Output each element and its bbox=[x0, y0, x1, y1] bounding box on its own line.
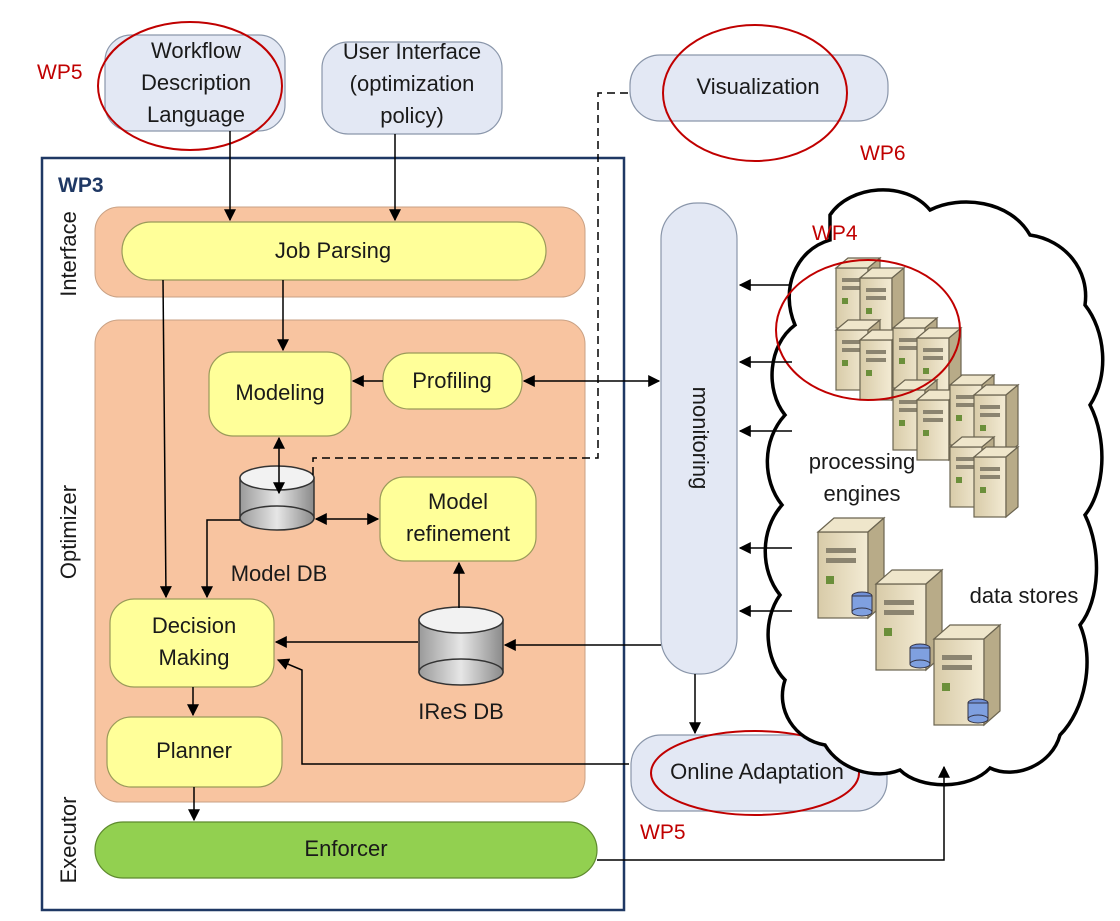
wp3-container bbox=[40, 156, 626, 912]
visualization-box bbox=[629, 54, 889, 122]
workflow-language-line2: Description bbox=[141, 70, 251, 95]
processing-engines-line2: engines bbox=[823, 481, 900, 506]
processing-engines-line1: processing bbox=[809, 449, 915, 474]
workflow-language-line3: Language bbox=[147, 102, 245, 127]
user-interface-line3: policy) bbox=[380, 103, 444, 128]
decision-making-line2: Making bbox=[159, 645, 230, 670]
wp5-top-label: WP5 bbox=[37, 61, 83, 84]
ires-db-label: IReS DB bbox=[418, 699, 504, 724]
model-refinement-box bbox=[379, 476, 537, 562]
flow-arrows bbox=[159, 131, 950, 861]
wp5-bottom-highlight bbox=[650, 730, 860, 816]
online-adaptation-label: Online Adaptation bbox=[670, 759, 844, 784]
model-refinement-line1: Model bbox=[428, 489, 488, 514]
enforcer-label: Enforcer bbox=[304, 836, 387, 861]
wp4-label: WP4 bbox=[812, 222, 858, 245]
profiling-label: Profiling bbox=[412, 368, 491, 393]
wp5-bottom-label: WP5 bbox=[640, 821, 686, 844]
wp6-label: WP6 bbox=[860, 142, 906, 165]
user-interface-line1: User Interface bbox=[343, 39, 481, 64]
ires-db-cylinder bbox=[418, 606, 504, 686]
decision-making-line1: Decision bbox=[152, 613, 236, 638]
monitoring-box bbox=[660, 202, 738, 675]
data-stores-label: data stores bbox=[970, 583, 1079, 608]
interface-section-label: Interface bbox=[56, 211, 81, 297]
wp5-top-highlight bbox=[97, 21, 283, 151]
workflow-language-box bbox=[104, 34, 286, 132]
user-interface-line2: (optimization bbox=[350, 71, 475, 96]
model-refinement-line2: refinement bbox=[406, 521, 510, 546]
job-parsing-box bbox=[121, 221, 547, 281]
wp4-highlight bbox=[775, 259, 961, 401]
wp3-label: WP3 bbox=[58, 174, 104, 197]
enforcer-box bbox=[94, 821, 598, 879]
wp6-highlight bbox=[662, 24, 848, 162]
visualization-label: Visualization bbox=[696, 74, 819, 99]
decision-making-box bbox=[109, 598, 275, 688]
visualization-dashed-link bbox=[312, 92, 628, 478]
optimizer-section-label: Optimizer bbox=[56, 485, 81, 579]
model-db-cylinder bbox=[239, 465, 315, 531]
user-interface-box bbox=[321, 41, 503, 135]
model-db-label: Model DB bbox=[231, 561, 328, 586]
modeling-box bbox=[208, 351, 352, 437]
monitoring-label: monitoring bbox=[688, 387, 713, 490]
modeling-label: Modeling bbox=[235, 380, 324, 405]
workflow-language-line1: Workflow bbox=[151, 38, 241, 63]
planner-label: Planner bbox=[156, 738, 232, 763]
job-parsing-label: Job Parsing bbox=[275, 238, 391, 263]
executor-section-label: Executor bbox=[56, 797, 81, 884]
